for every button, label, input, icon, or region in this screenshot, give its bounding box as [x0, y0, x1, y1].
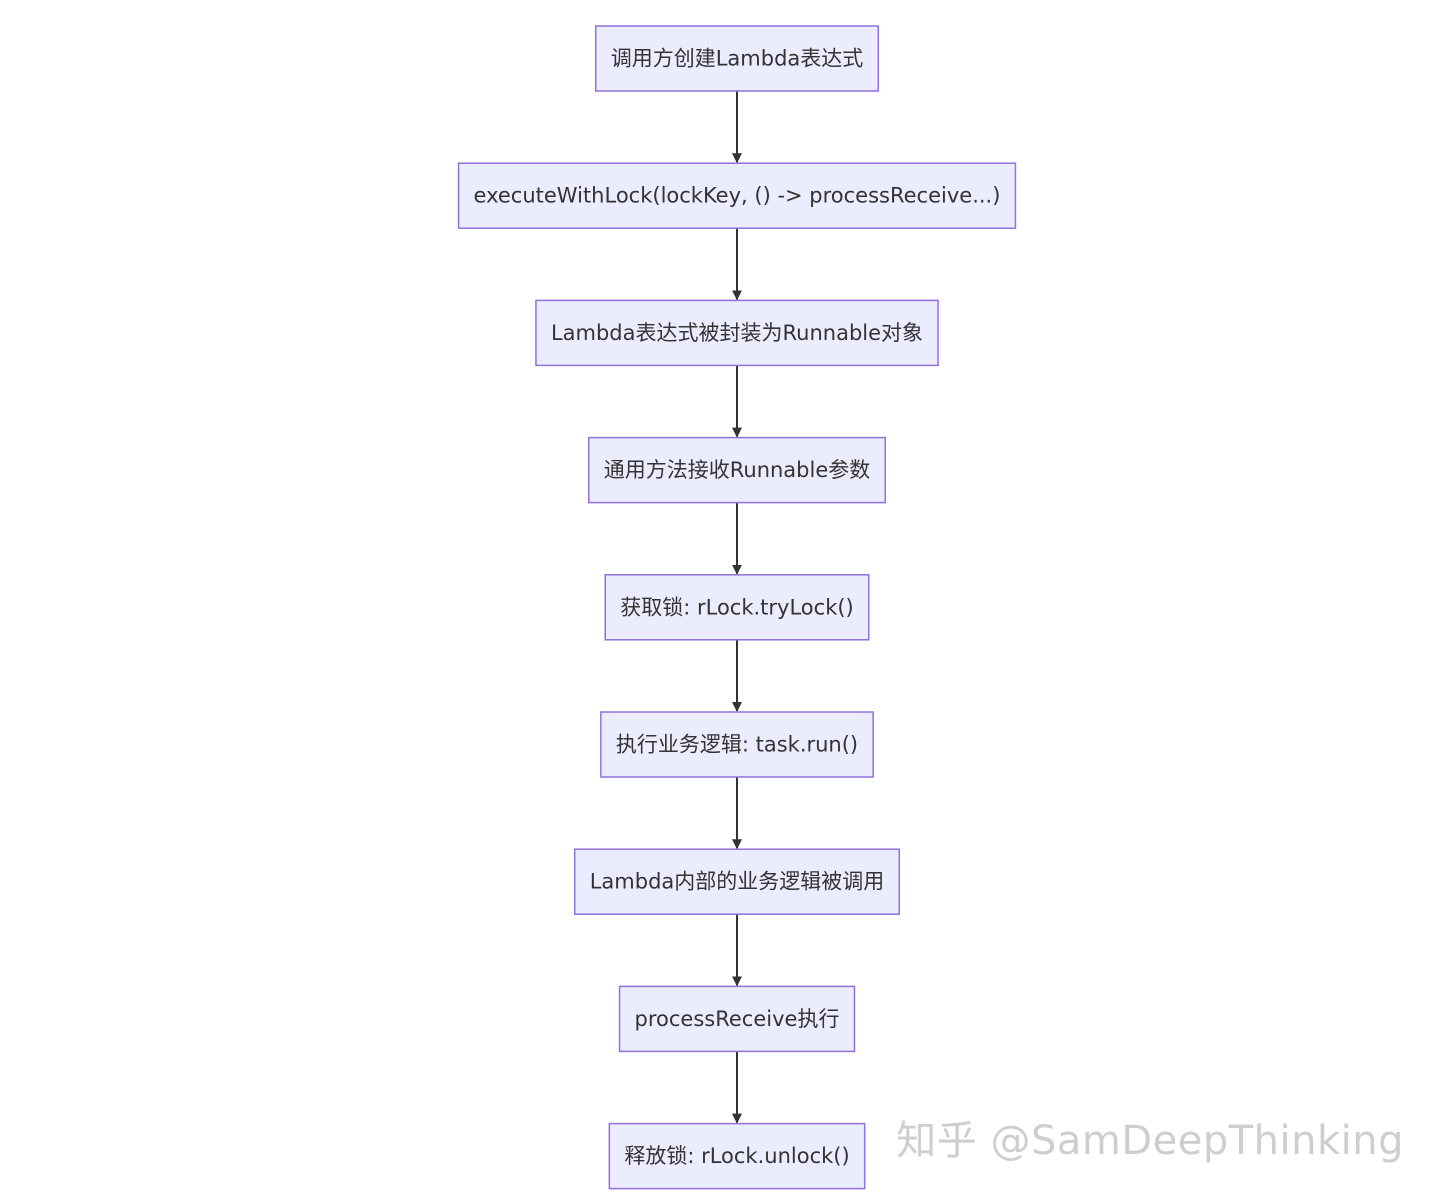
- flow-node-box: [457, 162, 1017, 229]
- flow-node: 获取锁: rLock.tryLock(): [604, 574, 870, 641]
- flow-node: 调用方创建Lambda表达式: [594, 25, 880, 92]
- flow-node: 释放锁: rLock.unlock(): [608, 1122, 866, 1190]
- flow-node-box: [587, 436, 887, 504]
- flow-node-label: processReceive执行: [635, 1007, 840, 1031]
- flow-node-box: [604, 574, 870, 641]
- flow-node-label: executeWithLock(lockKey, () -> processRe…: [474, 184, 1001, 208]
- flow-node-box: [618, 985, 856, 1053]
- flow-node: Lambda内部的业务逻辑被调用: [573, 848, 901, 915]
- flow-node-box: [594, 25, 880, 92]
- flow-node-label: 释放锁: rLock.unlock(): [624, 1144, 849, 1168]
- flow-node-box: [600, 711, 874, 778]
- flow-node: processReceive执行: [618, 985, 856, 1053]
- flow-node-label: 通用方法接收Runnable参数: [604, 458, 871, 482]
- flow-node-label: Lambda表达式被封装为Runnable对象: [551, 321, 923, 345]
- flow-node-box: [535, 299, 939, 367]
- nodes-layer: 调用方创建Lambda表达式 executeWithLock(lockKey, (…: [457, 25, 1017, 1190]
- flow-node: 通用方法接收Runnable参数: [587, 436, 887, 504]
- flow-node-box: [608, 1122, 866, 1190]
- flow-node: executeWithLock(lockKey, () -> processRe…: [457, 162, 1017, 229]
- flow-node-label: 执行业务逻辑: task.run(): [616, 733, 858, 757]
- flow-node-label: 获取锁: rLock.tryLock(): [620, 595, 854, 619]
- watermark-text: 知乎 @SamDeepThinking: [896, 1118, 1404, 1164]
- flow-node-box: [573, 848, 901, 915]
- flow-node-label: 调用方创建Lambda表达式: [611, 47, 864, 71]
- flow-node: 执行业务逻辑: task.run(): [600, 711, 874, 778]
- flow-node-label: Lambda内部的业务逻辑被调用: [590, 870, 885, 894]
- flow-node: Lambda表达式被封装为Runnable对象: [535, 299, 939, 367]
